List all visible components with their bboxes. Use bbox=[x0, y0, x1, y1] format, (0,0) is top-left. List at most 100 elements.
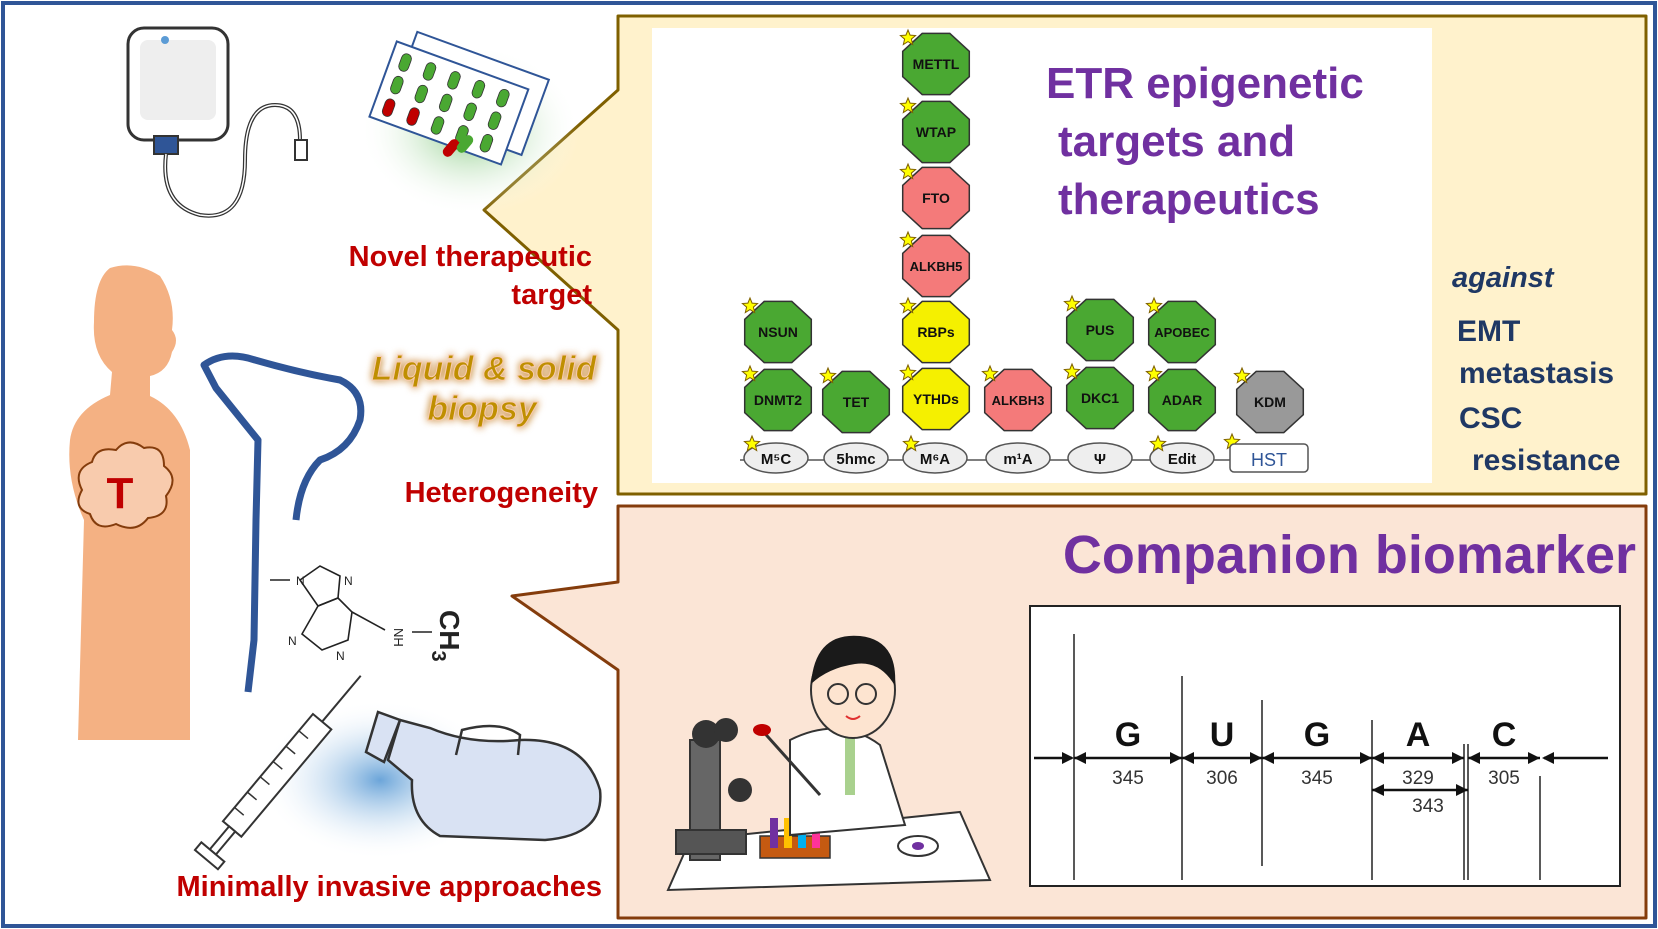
node-label: TET bbox=[843, 394, 870, 410]
mark-label: M⁵C bbox=[761, 451, 792, 468]
base-letter: G bbox=[1304, 716, 1330, 754]
arrow-head bbox=[1528, 752, 1540, 764]
nh-group: NH bbox=[391, 628, 406, 647]
node-shape bbox=[743, 300, 813, 364]
glasses-right bbox=[855, 683, 877, 705]
tumor-letter: T bbox=[107, 469, 134, 518]
node-pus: PUS bbox=[1063, 294, 1135, 362]
fragment-length: 345 bbox=[1112, 768, 1144, 789]
star-icon bbox=[899, 363, 917, 381]
loose-pill-red bbox=[442, 139, 460, 157]
container-handle bbox=[454, 724, 522, 756]
n-atom-1: N bbox=[296, 574, 305, 588]
node-shape bbox=[743, 368, 813, 432]
node-shape bbox=[901, 300, 971, 364]
pill-icon bbox=[398, 53, 412, 72]
fragment-length: 345 bbox=[1301, 768, 1333, 789]
star-icon bbox=[741, 364, 759, 382]
syringe-needle bbox=[321, 675, 362, 723]
mark-label: Edit bbox=[1168, 451, 1196, 468]
biopsy-tube bbox=[200, 352, 365, 693]
against-label: against bbox=[1452, 262, 1555, 294]
base-letter: U bbox=[1210, 716, 1235, 754]
node-label: YTHDs bbox=[913, 391, 959, 407]
against-metastasis: metastasis bbox=[1459, 357, 1614, 390]
node-label: ALKBH5 bbox=[910, 259, 963, 274]
heterogeneity-label: Heterogeneity bbox=[405, 477, 598, 509]
node-label: METTL bbox=[913, 56, 960, 72]
mark-4: Ψ bbox=[1067, 442, 1133, 474]
node-shape bbox=[1065, 298, 1135, 362]
node-shape bbox=[821, 370, 891, 434]
mark-oval bbox=[743, 442, 809, 474]
node-label: NSUN bbox=[758, 324, 798, 340]
base-letter: G bbox=[1115, 716, 1141, 754]
iv-connector bbox=[153, 135, 179, 155]
microscope-base bbox=[675, 829, 747, 855]
n-atom-4: N bbox=[336, 649, 345, 663]
node-alkbh5: ALKBH5 bbox=[899, 230, 971, 298]
node-label: KDM bbox=[1254, 394, 1286, 410]
pill-icon bbox=[487, 111, 502, 130]
against-emt: EMT bbox=[1457, 315, 1520, 348]
arrow-head bbox=[1262, 752, 1274, 764]
node-tet: TET bbox=[819, 366, 891, 434]
node-shape bbox=[1065, 366, 1135, 430]
node-shape bbox=[901, 32, 971, 96]
fragment-length: 306 bbox=[1206, 768, 1238, 789]
node-rbps: RBPs bbox=[899, 296, 971, 364]
node-kdm: KDM bbox=[1233, 366, 1305, 434]
tumor-cloud bbox=[77, 441, 174, 529]
mark-oval bbox=[985, 442, 1051, 474]
node-shape bbox=[1147, 300, 1217, 364]
iv-bag-hanger bbox=[161, 36, 169, 44]
arrow-head bbox=[1074, 752, 1086, 764]
mark-oval bbox=[823, 442, 889, 474]
container-body bbox=[386, 718, 602, 842]
node-wtap: WTAP bbox=[899, 96, 971, 164]
node-apobec: APOBEC bbox=[1145, 296, 1217, 364]
microscope-knob-1 bbox=[692, 720, 720, 748]
star-icon bbox=[1145, 296, 1163, 314]
node-label: APOBEC bbox=[1154, 325, 1210, 340]
node-shape bbox=[1235, 370, 1305, 434]
pill-icon bbox=[438, 93, 453, 113]
star-icon bbox=[902, 434, 920, 452]
container-spout bbox=[364, 710, 402, 764]
star-icon bbox=[1149, 434, 1167, 452]
bottom-panel: Companion biomarker G345U306G345A329C305… bbox=[510, 504, 1648, 920]
pill-icon bbox=[390, 75, 404, 95]
urine-container-icon bbox=[364, 710, 602, 842]
arrow-head bbox=[1250, 752, 1262, 764]
pill-icon bbox=[463, 102, 477, 121]
mark-oval bbox=[902, 442, 968, 474]
node-label: ALKBH3 bbox=[992, 393, 1045, 408]
node-shape bbox=[901, 234, 971, 298]
smile bbox=[845, 715, 861, 720]
fragment-length: 305 bbox=[1488, 768, 1520, 789]
syringe-handle bbox=[193, 840, 226, 871]
node-shape bbox=[901, 166, 971, 230]
arrow-head bbox=[1372, 752, 1384, 764]
arrow-head bbox=[1170, 752, 1182, 764]
glasses-left bbox=[827, 683, 849, 705]
iv-bag-icon bbox=[126, 26, 308, 218]
ch3-group: CH3 bbox=[427, 610, 465, 662]
node-nsun: NSUN bbox=[741, 296, 813, 364]
star-icon bbox=[1063, 294, 1081, 312]
scientist-hair bbox=[811, 635, 896, 686]
star-icon bbox=[899, 96, 917, 114]
pill-icon bbox=[381, 98, 396, 117]
mark-0: M⁵C bbox=[743, 434, 809, 474]
star-icon bbox=[1063, 362, 1081, 380]
star-icon bbox=[899, 162, 917, 180]
sequence-chart-box bbox=[1029, 605, 1621, 887]
base-letter: A bbox=[1406, 716, 1431, 754]
node-label: PUS bbox=[1086, 322, 1115, 338]
star-icon bbox=[1233, 366, 1251, 384]
pill-icon bbox=[414, 84, 429, 104]
mark-5: Edit bbox=[1149, 434, 1215, 474]
scientist-illustration bbox=[666, 635, 992, 892]
